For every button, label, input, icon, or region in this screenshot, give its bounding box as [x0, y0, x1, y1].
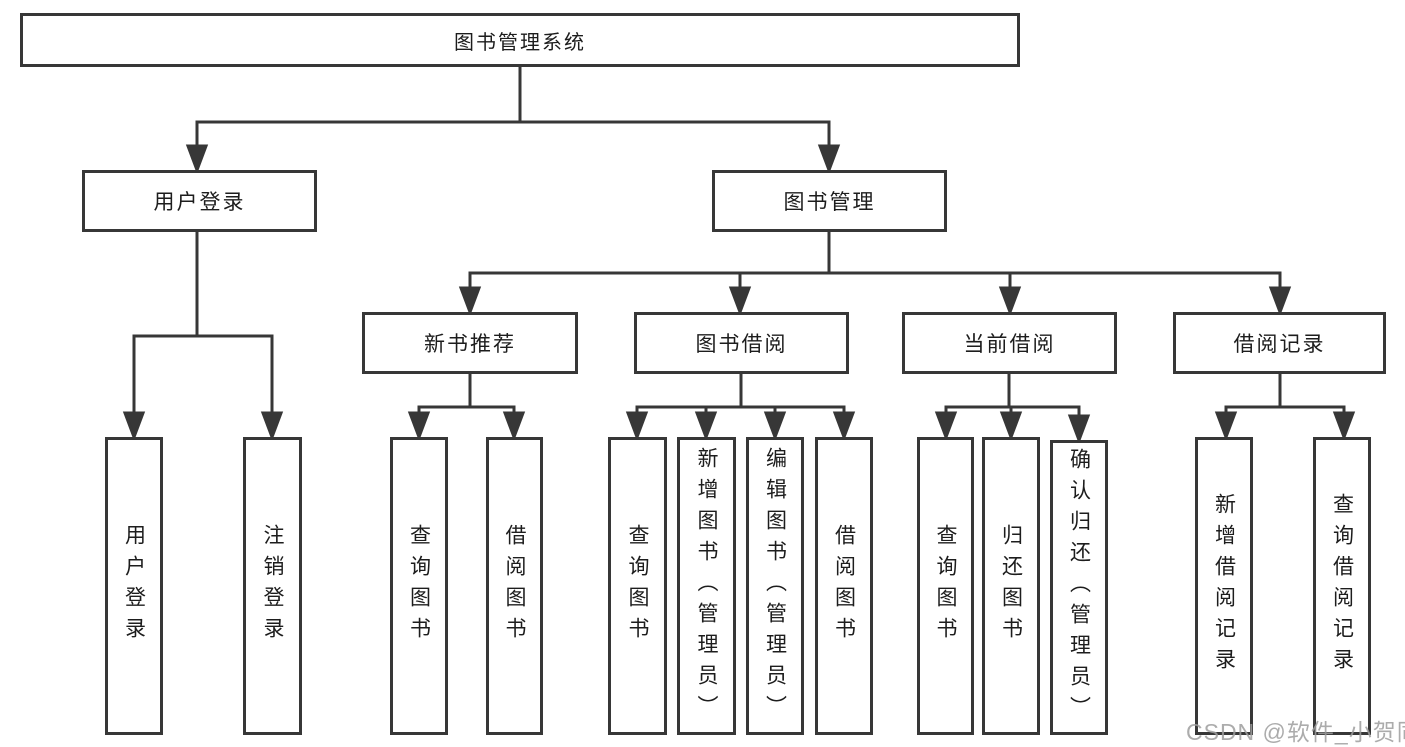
leaf-add-books-label: 新增图书（管理员） — [695, 446, 718, 726]
node-current-borrow: 当前借阅 — [902, 312, 1117, 374]
leaf-query-books-1-label: 查询图书 — [407, 524, 431, 648]
branch-new-books — [407, 374, 526, 442]
node-new-books-label: 新书推荐 — [424, 333, 516, 356]
leaf-add-books: 新增图书（管理员） — [677, 437, 736, 735]
leaf-borrow-books-2-label: 借阅图书 — [832, 524, 856, 648]
leaf-query-books-2: 查询图书 — [608, 437, 667, 735]
node-book-borrow: 图书借阅 — [634, 312, 849, 374]
node-borrow-records-label: 借阅记录 — [1233, 333, 1326, 356]
node-root: 图书管理系统 — [20, 13, 1020, 67]
leaf-return-books: 归还图书 — [982, 437, 1040, 735]
node-user-login-label: 用户登录 — [153, 191, 246, 214]
node-book-borrow-label: 图书借阅 — [695, 333, 788, 356]
leaf-return-books-label: 归还图书 — [999, 524, 1023, 648]
branch-borrow-records — [1214, 374, 1356, 442]
node-book-mgmt: 图书管理 — [712, 170, 947, 232]
branch-book-borrow — [625, 374, 856, 442]
leaf-borrow-books-1-label: 借阅图书 — [503, 524, 526, 648]
leaf-confirm-return-label: 确认归还（管理员） — [1067, 448, 1091, 727]
leaf-add-record: 新增借阅记录 — [1195, 437, 1253, 735]
branch-book-mgmt — [458, 232, 1292, 317]
node-borrow-records: 借阅记录 — [1173, 312, 1386, 374]
leaf-query-books-2-label: 查询图书 — [626, 524, 649, 648]
leaf-logout: 注销登录 — [243, 437, 302, 735]
node-current-borrow-label: 当前借阅 — [963, 333, 1056, 356]
leaf-query-books-1: 查询图书 — [390, 437, 448, 735]
branch-root — [185, 67, 841, 175]
leaf-query-books-3-label: 查询图书 — [934, 524, 957, 648]
leaf-borrow-books-1: 借阅图书 — [486, 437, 543, 735]
node-new-books: 新书推荐 — [362, 312, 578, 374]
leaf-query-record: 查询借阅记录 — [1313, 437, 1371, 735]
node-root-label: 图书管理系统 — [454, 31, 586, 54]
leaf-confirm-return: 确认归还（管理员） — [1050, 440, 1108, 735]
leaf-borrow-books-2: 借阅图书 — [815, 437, 873, 735]
leaf-user-login-label: 用户登录 — [122, 524, 146, 648]
leaf-query-record-label: 查询借阅记录 — [1330, 493, 1354, 679]
leaf-user-login: 用户登录 — [105, 437, 163, 735]
leaf-add-record-label: 新增借阅记录 — [1212, 493, 1236, 679]
leaf-logout-label: 注销登录 — [261, 524, 284, 648]
node-book-mgmt-label: 图书管理 — [783, 191, 876, 214]
leaf-query-books-3: 查询图书 — [917, 437, 974, 735]
node-user-login: 用户登录 — [82, 170, 317, 232]
csdn-watermark: CSDN @软件_小贺同学 — [1186, 719, 1405, 745]
leaf-edit-books-label: 编辑图书（管理员） — [763, 446, 787, 726]
branch-current-borrow — [934, 374, 1091, 445]
leaf-edit-books: 编辑图书（管理员） — [746, 437, 804, 735]
branch-user-login — [122, 232, 284, 442]
